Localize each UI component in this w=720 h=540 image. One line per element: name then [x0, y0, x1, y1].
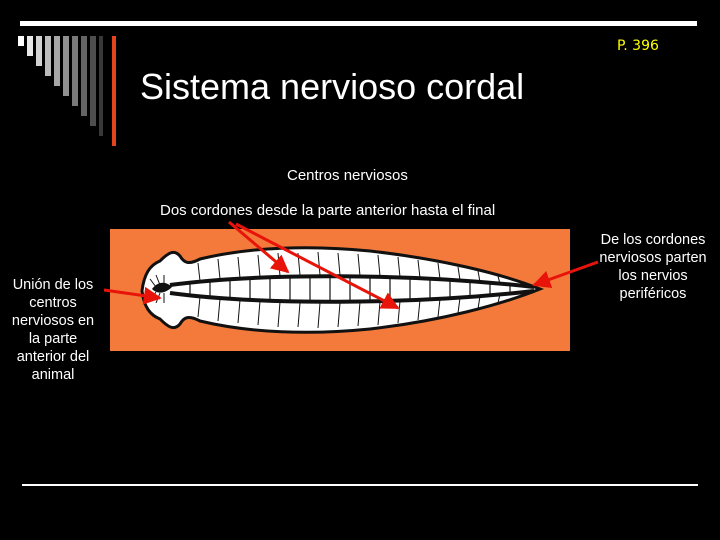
label-dos-cordones: Dos cordones desde la parte anterior has… [160, 202, 495, 219]
label-nervios-perifericos: De los cordones nerviosos parten los ner… [588, 231, 718, 303]
label-union-centros: Unión de los centros nerviosos en la par… [2, 276, 104, 384]
flatworm-illustration [110, 229, 570, 351]
decorative-bars [18, 36, 118, 146]
top-rule [20, 21, 697, 26]
bottom-rule [22, 484, 698, 486]
slide-title: Sistema nervioso cordal [140, 66, 524, 108]
page-reference: P. 396 [617, 38, 659, 54]
label-centros-nerviosos: Centros nerviosos [287, 167, 408, 184]
